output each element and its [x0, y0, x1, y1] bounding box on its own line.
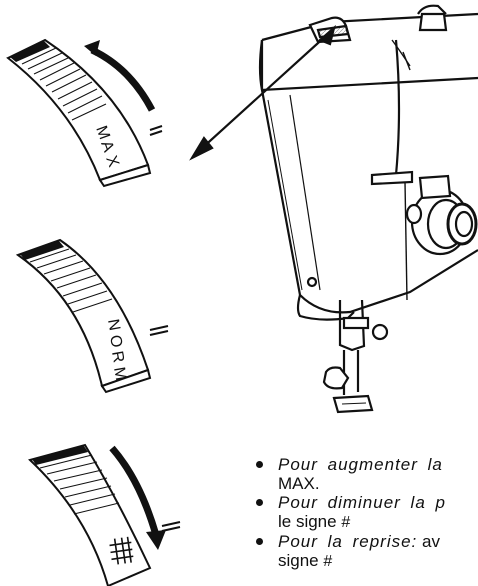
hash-grid-icon: #	[323, 553, 333, 570]
pointer-arrow	[189, 24, 336, 161]
instruction-item: Pour diminuer la p le signe #	[250, 493, 478, 532]
dial-max-letters: M A X	[92, 124, 122, 170]
instruction-text: Pour la reprise:	[278, 532, 418, 551]
dial-norm-letter: N	[104, 318, 123, 332]
instruction-list: Pour augmenter la MAX. Pour diminuer la …	[250, 455, 478, 571]
dial-norm-letters: N O R M	[104, 318, 129, 382]
instruction-item: Pour la reprise: av signe #	[250, 532, 478, 571]
hash-grid-icon	[109, 536, 134, 565]
instruction-continuation: signe	[278, 551, 319, 570]
dial-max	[6, 38, 163, 188]
instruction-text: Pour diminuer la p	[278, 493, 446, 512]
dial-reprise	[28, 443, 181, 586]
dial-norm	[15, 238, 169, 394]
instruction-text: Pour augmenter la	[278, 455, 443, 474]
dial-max-letter: M	[92, 124, 113, 142]
instruction-continuation: MAX.	[278, 474, 320, 493]
hash-grid-icon: #	[341, 514, 351, 531]
instruction-item: Pour augmenter la MAX.	[250, 455, 478, 493]
dial-norm-letter: M	[110, 366, 129, 382]
sewing-machine	[258, 4, 478, 414]
balance-wheel	[405, 174, 478, 256]
instruction-continuation: le signe	[278, 512, 337, 531]
dial-norm-letter: O	[106, 334, 125, 349]
dial-norm-letter: R	[108, 350, 127, 364]
instruction-text-rest: av	[417, 532, 440, 551]
